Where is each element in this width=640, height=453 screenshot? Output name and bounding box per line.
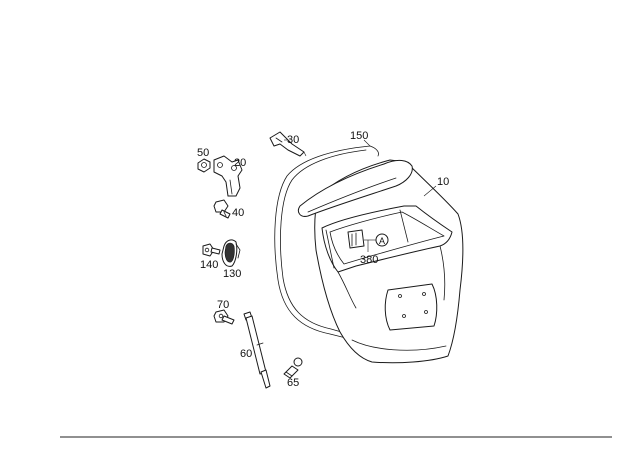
bracket-drawing xyxy=(213,155,243,197)
callout-10: 10 xyxy=(437,176,449,188)
callout-20: 20 xyxy=(234,157,246,169)
door-seal-drawing xyxy=(274,145,379,341)
callout-140: 140 xyxy=(200,259,218,271)
clip-drawing xyxy=(202,243,221,257)
emblem-drawing xyxy=(221,239,241,267)
nut-drawing xyxy=(197,158,211,173)
detail-marker-label: A xyxy=(379,236,385,246)
callout-40: 40 xyxy=(232,207,244,219)
callout-130: 130 xyxy=(223,268,241,280)
callout-30: 30 xyxy=(287,134,299,146)
callout-65: 65 xyxy=(287,377,299,389)
bolt-drawing xyxy=(213,199,231,219)
gas-strut-drawing xyxy=(243,311,271,389)
ball-stud-drawing xyxy=(283,357,303,379)
detail-marker: A xyxy=(375,233,389,247)
callout-150: 150 xyxy=(350,130,368,142)
callout-380: 380 xyxy=(360,254,378,266)
callout-70: 70 xyxy=(217,299,229,311)
callout-50: 50 xyxy=(197,147,209,159)
bolt-drawing-70 xyxy=(213,309,235,325)
leader-10 xyxy=(423,185,437,197)
hinge-bracket-drawing xyxy=(269,131,307,157)
leader-150 xyxy=(363,139,371,147)
callout-60: 60 xyxy=(240,348,252,360)
tailgate-panel-drawing xyxy=(297,159,464,364)
